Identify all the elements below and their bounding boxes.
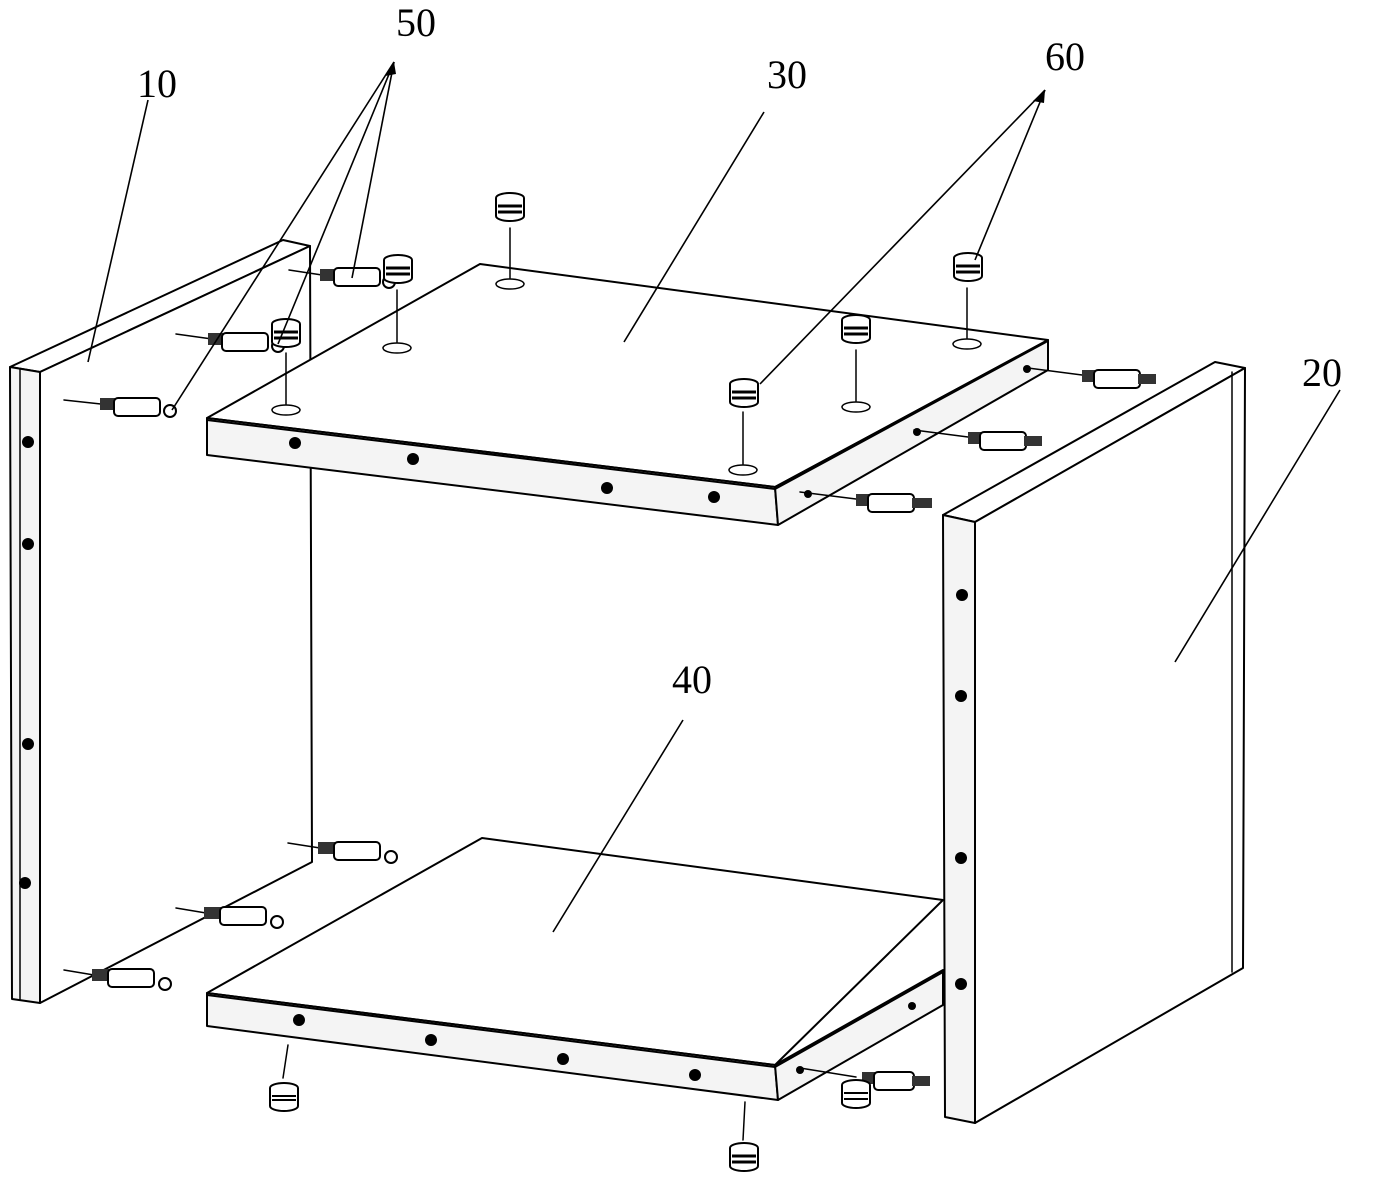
right-side-panel (942, 361, 1246, 1124)
cam-lock (841, 314, 871, 402)
cam-lock (953, 252, 983, 339)
cam-locks (269, 192, 983, 1172)
bottom-panel (206, 837, 944, 1101)
bolt (175, 906, 284, 929)
cam-lock (729, 1101, 759, 1172)
cam-lock (495, 192, 525, 279)
part-labels: 10 50 30 60 20 40 (137, 0, 1342, 702)
bolt (63, 968, 172, 991)
cam-lock (729, 378, 759, 465)
bolt (913, 429, 1042, 451)
label-bolts: 50 (396, 0, 436, 45)
cam-lock (383, 254, 413, 343)
cam-lock (841, 1079, 871, 1109)
cam-lock (269, 1044, 299, 1112)
bolt (175, 332, 285, 353)
label-right-panel: 20 (1302, 350, 1342, 395)
label-cam-locks: 60 (1045, 34, 1085, 79)
bolt (799, 491, 932, 513)
bolt (1027, 367, 1156, 389)
left-side-panel (9, 239, 313, 1004)
bolt (287, 841, 398, 864)
label-top-panel: 30 (767, 52, 807, 97)
bolt (63, 397, 177, 418)
leader-lines (87, 61, 1341, 933)
label-bottom-panel: 40 (672, 657, 712, 702)
label-left-panel: 10 (137, 61, 177, 106)
top-panel (206, 263, 1049, 526)
